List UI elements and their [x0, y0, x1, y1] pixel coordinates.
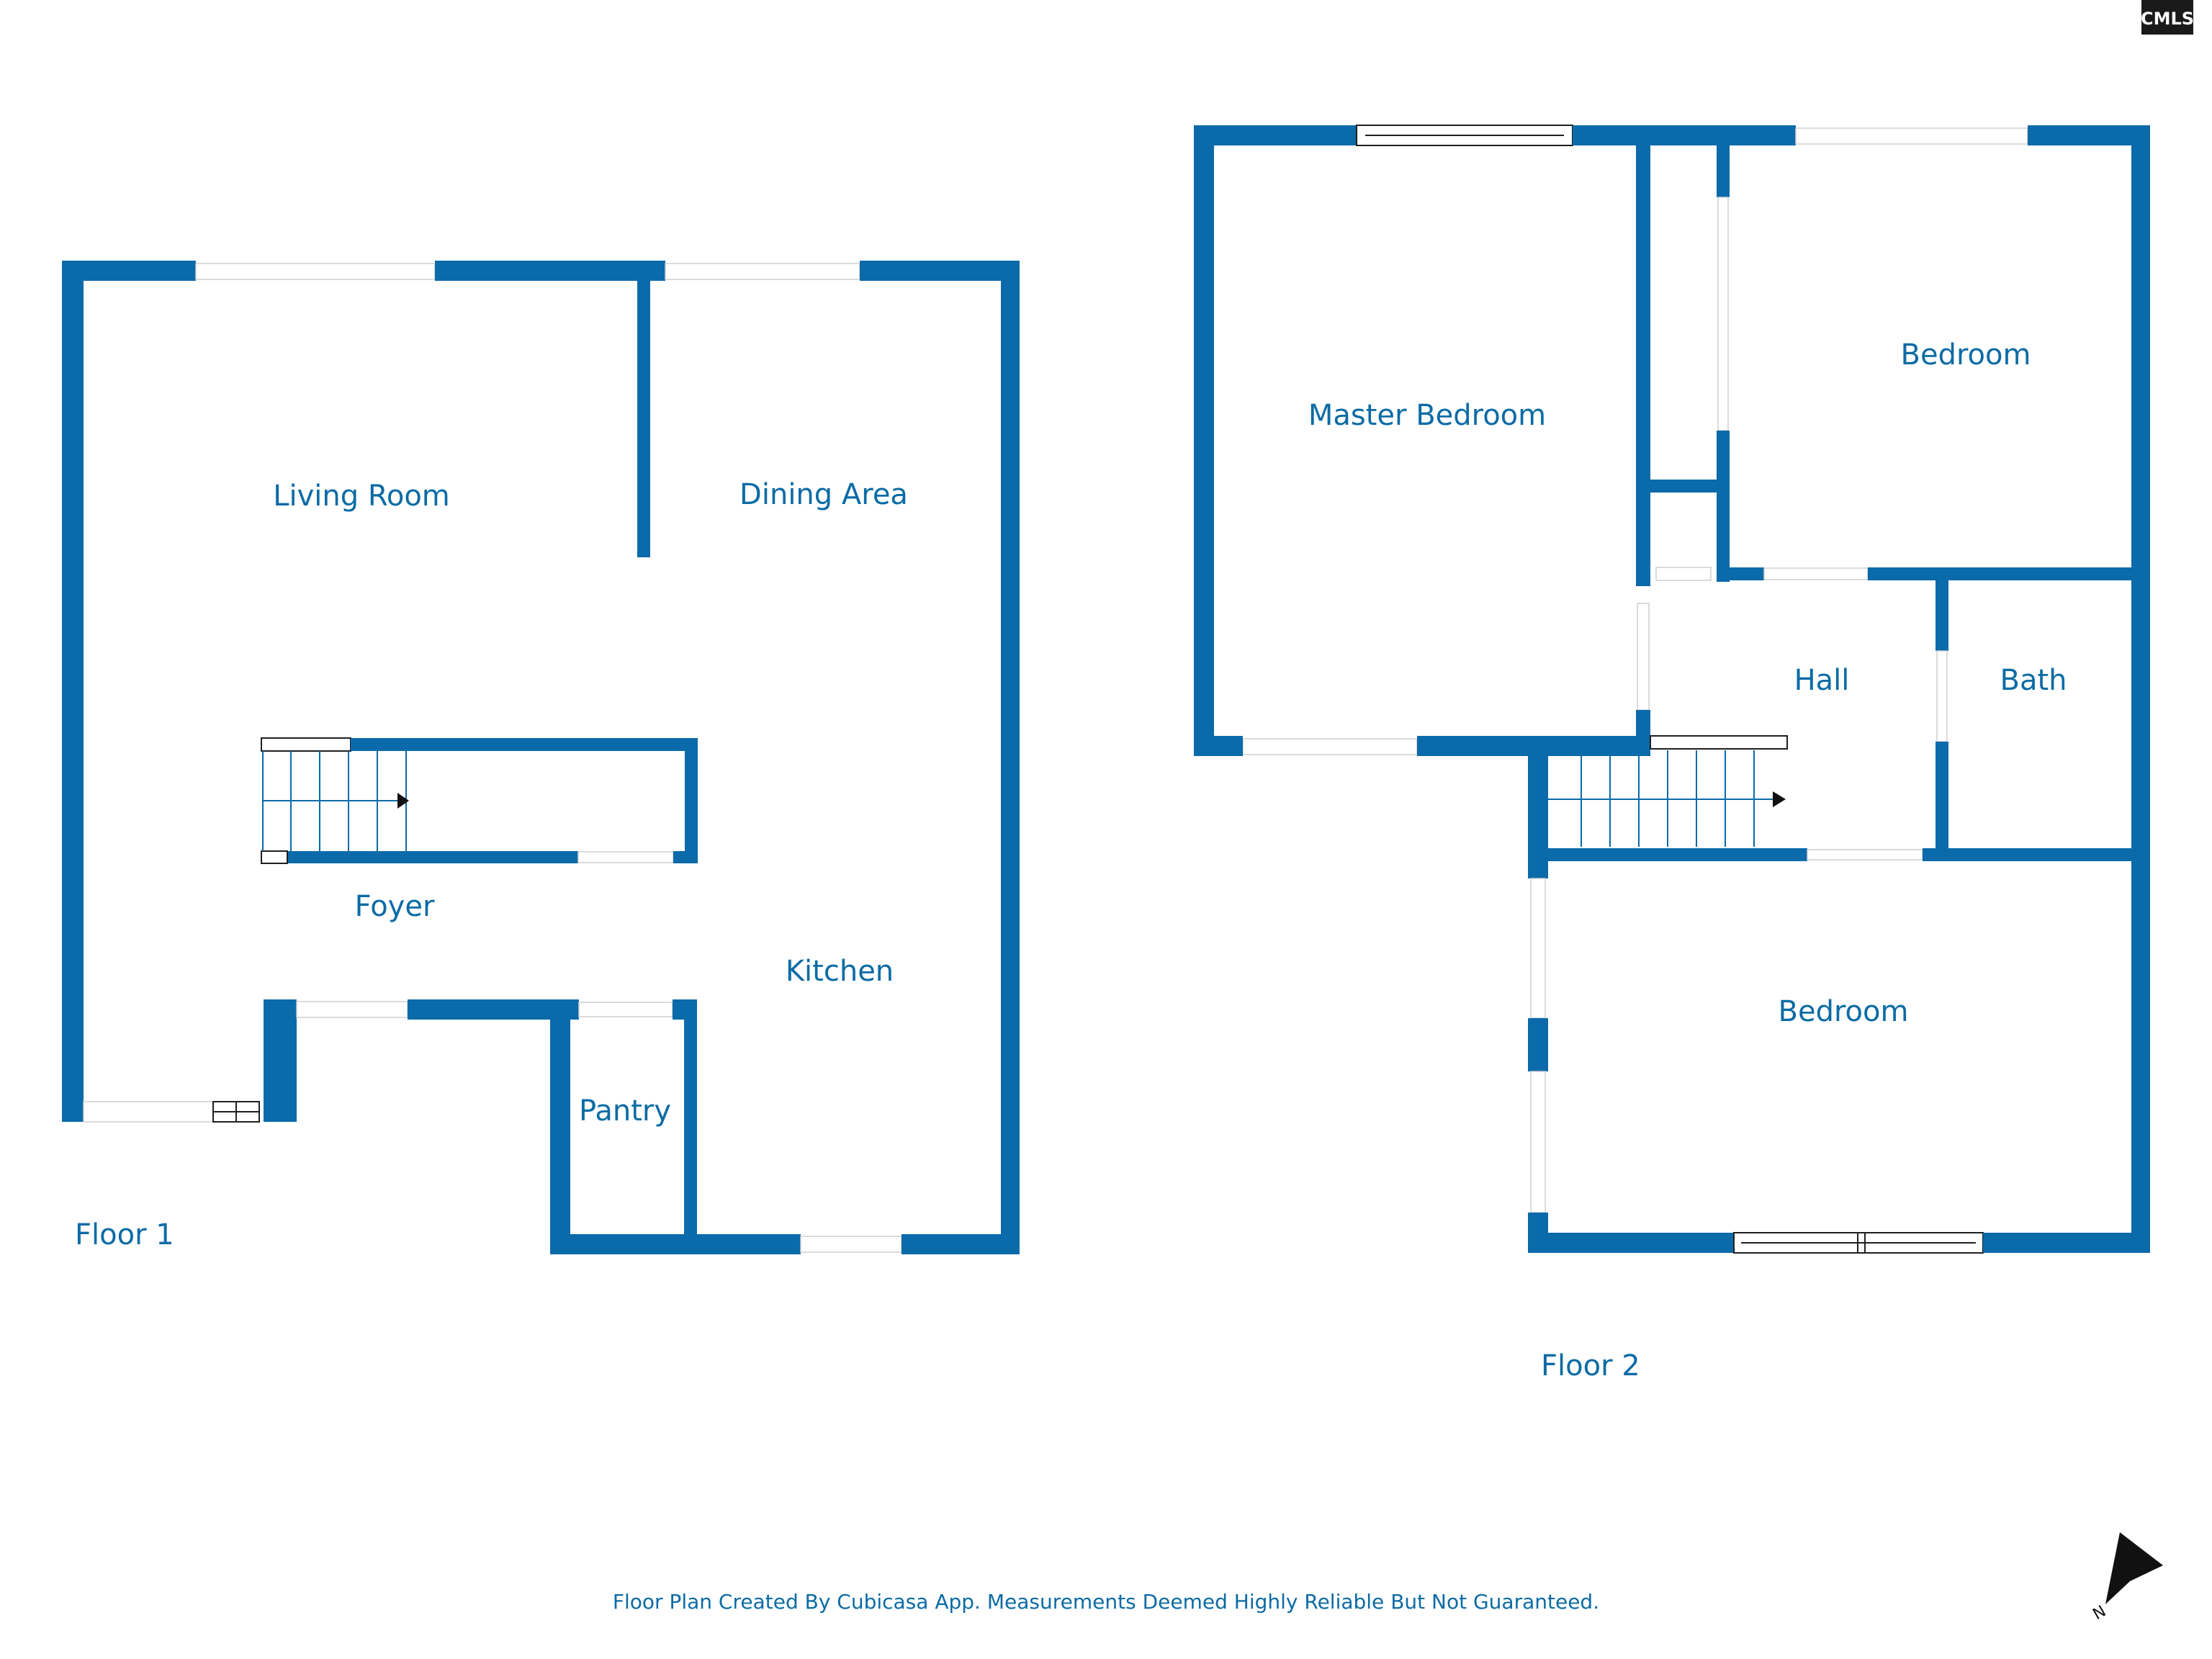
room-label-kitchen: Kitchen — [786, 955, 894, 988]
wall — [62, 261, 196, 281]
wall — [1573, 125, 1796, 145]
wall — [62, 261, 84, 1122]
wall — [673, 851, 698, 863]
wall — [1194, 125, 1214, 756]
wall — [351, 738, 698, 751]
wall — [1001, 261, 1020, 1254]
door-opening — [1763, 567, 1869, 580]
stair-opening — [1650, 735, 1788, 750]
north-letter: N — [2090, 1602, 2110, 1624]
window — [1795, 127, 2028, 145]
wall — [1936, 580, 1948, 651]
wall — [684, 999, 697, 1254]
wall — [1194, 736, 1243, 756]
floor-2-label: Floor 2 — [1541, 1349, 1640, 1382]
wall — [435, 261, 665, 281]
cmls-logo: CMLS — [2141, 0, 2194, 35]
wall — [1528, 1018, 1548, 1071]
wall — [1636, 125, 1650, 586]
room-label-master-bedroom: Master Bedroom — [1308, 399, 1546, 432]
room-label-hall: Hall — [1794, 664, 1850, 697]
room-label-bath: Bath — [2000, 664, 2067, 697]
wall — [860, 261, 1020, 281]
closet-opening — [1717, 197, 1729, 431]
window — [1242, 738, 1418, 755]
room-label-pantry: Pantry — [579, 1094, 671, 1128]
room-label-bedroom-2: Bedroom — [1779, 995, 1909, 1028]
footer-disclaimer: Floor Plan Created By Cubicasa App. Meas… — [613, 1590, 1599, 1614]
wall — [2131, 125, 2150, 1253]
wall — [637, 261, 650, 557]
stair-opening — [261, 737, 351, 752]
wall — [1983, 1233, 2150, 1253]
wall — [2028, 125, 2150, 145]
window — [195, 263, 436, 280]
front-door-opening — [83, 1101, 214, 1123]
stairs — [262, 751, 409, 851]
room-label-foyer: Foyer — [355, 890, 435, 923]
wall — [261, 851, 578, 863]
floor-1-label: Floor 1 — [75, 1218, 174, 1251]
opening — [1530, 1071, 1546, 1213]
stair-opening — [261, 850, 288, 864]
floor-2-plan: Master Bedroom Bedroom Hall Bath Bedroom… — [1194, 125, 2150, 1382]
wall — [1717, 567, 1764, 580]
wall — [1717, 431, 1730, 582]
wall — [685, 738, 698, 863]
wall — [1636, 710, 1650, 756]
room-label-bedroom: Bedroom — [1901, 338, 2031, 372]
door-opening — [1807, 849, 1923, 860]
room-label-living-room: Living Room — [273, 480, 450, 513]
floor-1-plan: Living Room Dining Area Foyer Kitchen Pa… — [62, 261, 1020, 1254]
wall — [550, 1234, 801, 1254]
opening — [577, 851, 674, 863]
door-opening — [1637, 603, 1650, 711]
wall — [902, 1234, 1020, 1254]
wall — [264, 999, 297, 1122]
door-opening — [578, 1002, 673, 1017]
window — [665, 263, 860, 280]
closet-opening — [1655, 567, 1712, 581]
north-arrow-icon: N — [2090, 1532, 2163, 1624]
wall — [1868, 567, 2150, 580]
wall — [1923, 848, 2150, 861]
wall — [1649, 480, 1730, 493]
wall — [1528, 848, 1807, 861]
wall — [550, 999, 570, 1254]
logo-text: CMLS — [2141, 9, 2194, 29]
door-opening — [296, 1001, 408, 1018]
window — [800, 1236, 902, 1253]
wall — [1936, 742, 1948, 855]
stairs — [1548, 750, 1786, 847]
door-opening — [1936, 650, 1948, 742]
wall — [1717, 125, 1730, 197]
opening — [1530, 878, 1546, 1019]
wall — [1528, 1233, 1734, 1253]
wall — [1194, 125, 1357, 145]
room-label-dining-area: Dining Area — [739, 478, 908, 511]
